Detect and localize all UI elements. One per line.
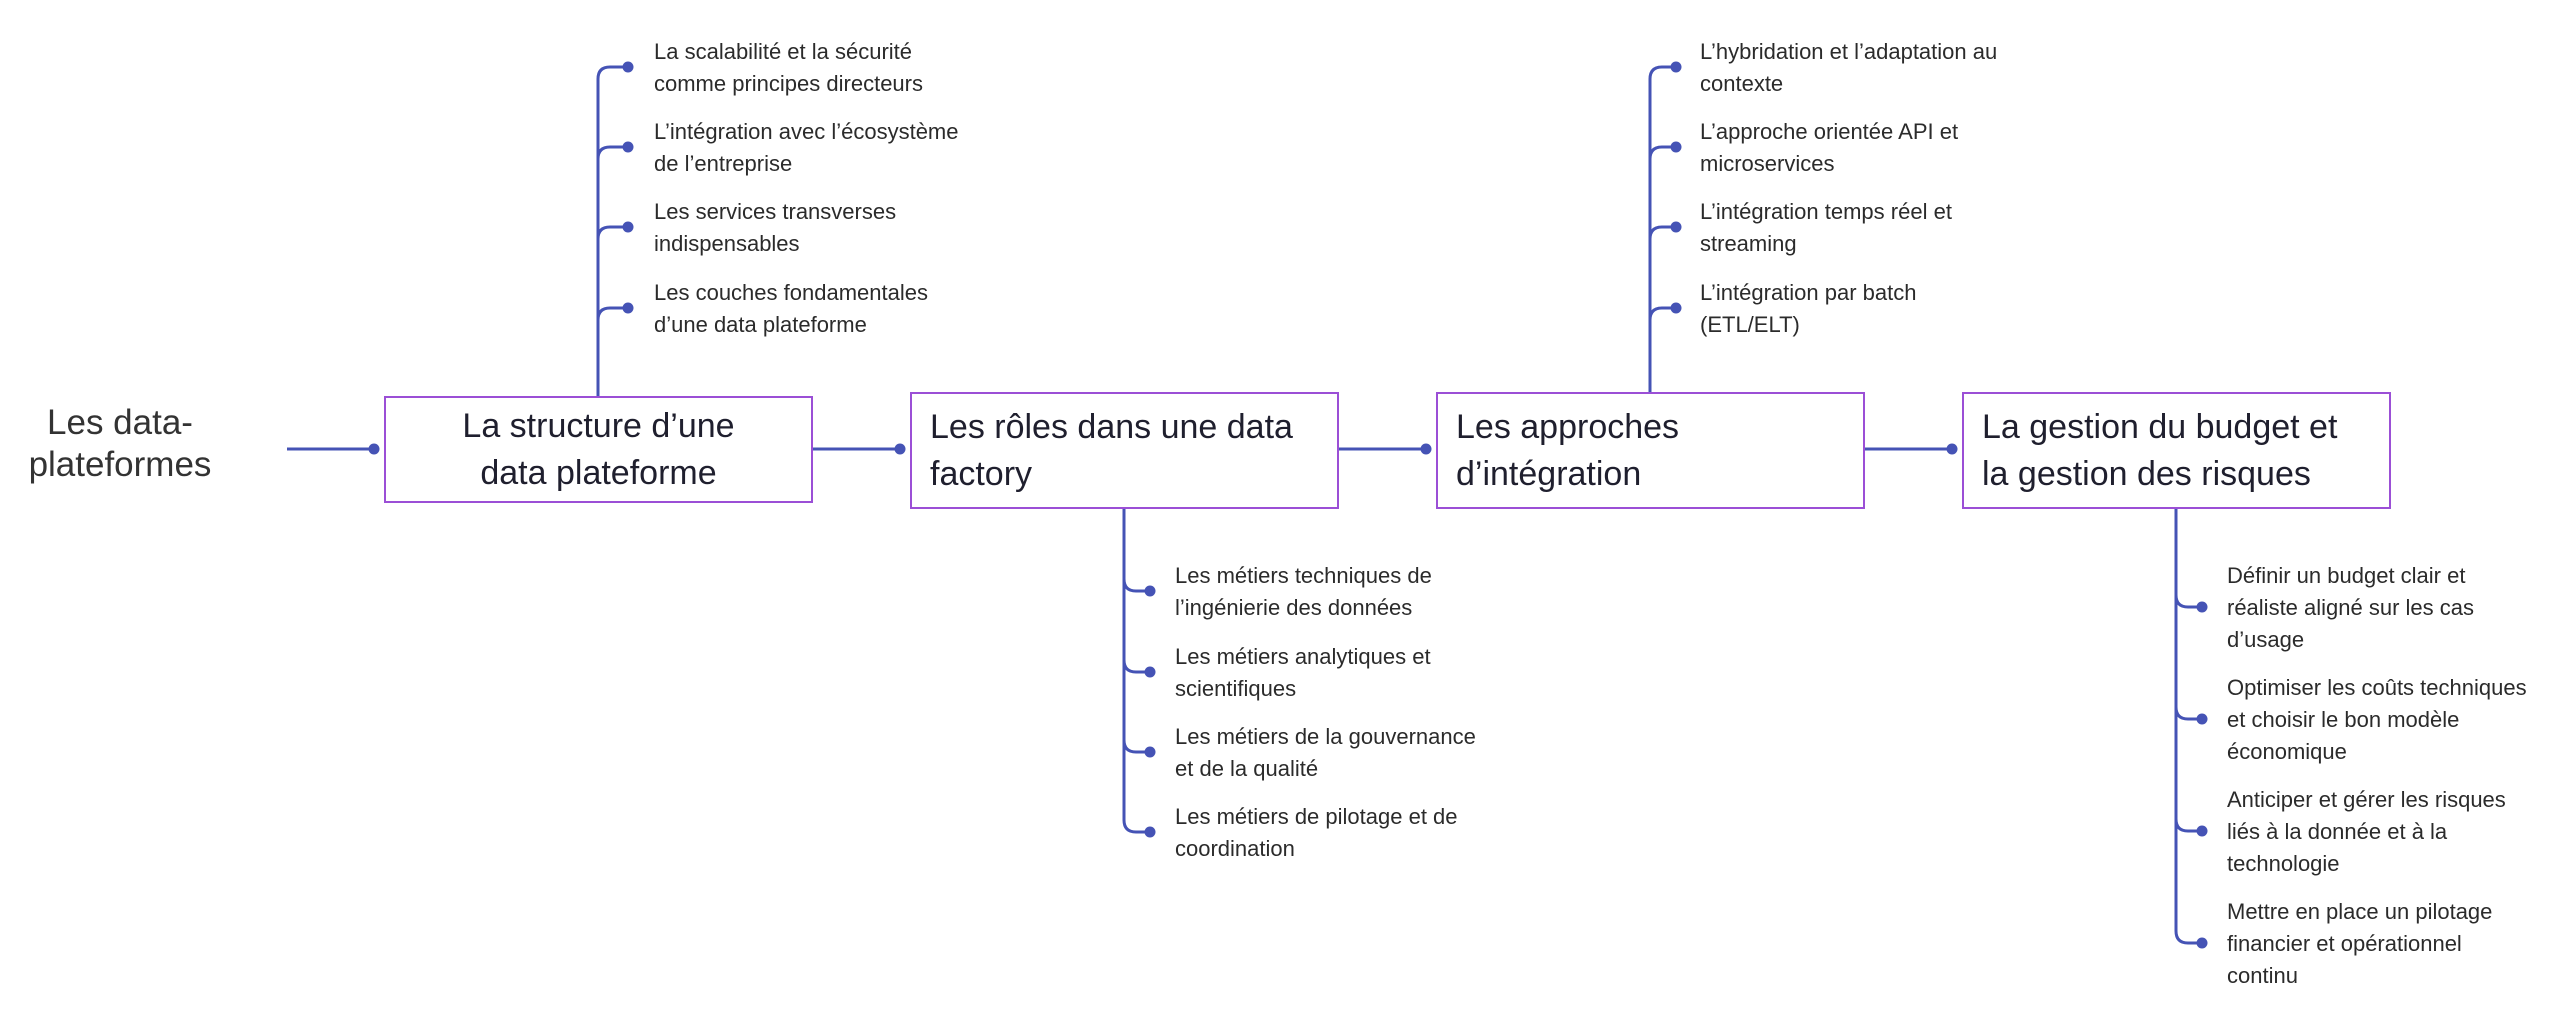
topic-integration[interactable]: Les approches d’intégration bbox=[1436, 392, 1865, 509]
leaf-hybridation: L’hybridation et l’adaptation au context… bbox=[1700, 39, 1998, 96]
topic-label: Les rôles dans une data factory bbox=[930, 407, 1293, 493]
leaf-metiers-gouvernance: Les métiers de la gouvernance et de la q… bbox=[1175, 724, 1476, 781]
leaf-metiers-techniques: Les métiers techniques de l’ingénierie d… bbox=[1175, 563, 1432, 620]
branch-connector bbox=[1648, 225, 1676, 240]
connector-dot bbox=[1420, 443, 1432, 455]
topic-structure[interactable]: La structure d’une data plateforme bbox=[384, 396, 813, 503]
branch-connector bbox=[1648, 65, 1676, 80]
leaf-services-transverses: Les services transverses indispensables bbox=[654, 199, 897, 256]
branch-dot bbox=[1144, 666, 1156, 678]
leaf-scalabilite-securite: La scalabilité et la sécurité comme prin… bbox=[654, 39, 923, 96]
branch-dot bbox=[622, 221, 634, 233]
branch-dot bbox=[622, 141, 634, 153]
root-node: Les data- plateformes bbox=[28, 403, 212, 484]
branch-dot bbox=[622, 302, 634, 314]
leaf-optimiser-couts: Optimiser les coûts techniques et choisi… bbox=[2227, 675, 2527, 764]
branch-dot bbox=[1670, 221, 1682, 233]
branch-dot bbox=[2196, 601, 2208, 613]
branch-connector bbox=[1648, 306, 1676, 321]
branch-dot bbox=[1670, 141, 1682, 153]
branch-connector bbox=[596, 306, 628, 321]
leaf-batch: L’intégration par batch (ETL/ELT) bbox=[1700, 280, 1917, 337]
leaf-integration-ecosysteme: L’intégration avec l’écosystème de l’ent… bbox=[654, 119, 959, 176]
branch-connector bbox=[596, 225, 628, 240]
branch-connector bbox=[1122, 659, 1150, 674]
leaf-metiers-pilotage: Les métiers de pilotage et de coordinati… bbox=[1175, 804, 1458, 861]
branch-dot bbox=[622, 61, 634, 73]
leaf-api-microservices: L’approche orientée API et microservices bbox=[1700, 119, 1959, 176]
branch-connector bbox=[2174, 818, 2202, 833]
connector-dot bbox=[894, 443, 906, 455]
branch-connector bbox=[2174, 930, 2202, 945]
branch-connector bbox=[596, 145, 628, 160]
leaf-temps-reel: L’intégration temps réel et streaming bbox=[1700, 199, 1952, 256]
branch-connector bbox=[1122, 578, 1150, 593]
leaf-metiers-analytiques: Les métiers analytiques et scientifiques bbox=[1175, 644, 1431, 701]
leaf-anticiper-risques: Anticiper et gérer les risques liés à la… bbox=[2227, 787, 2506, 876]
branch-dot bbox=[1670, 61, 1682, 73]
topic-label: La gestion du budget et la gestion des r… bbox=[1982, 407, 2338, 493]
connector-dot bbox=[368, 443, 380, 455]
branch-dot bbox=[1144, 746, 1156, 758]
branch-dot bbox=[2196, 713, 2208, 725]
branch-dot bbox=[1144, 585, 1156, 597]
branch-connector bbox=[2174, 706, 2202, 721]
branch-dot bbox=[1144, 826, 1156, 838]
leaf-couches-fondamentales: Les couches fondamentales d’une data pla… bbox=[654, 280, 928, 337]
branch-connector bbox=[1122, 739, 1150, 754]
topic-roles[interactable]: Les rôles dans une data factory bbox=[910, 392, 1339, 509]
branch-dot bbox=[1670, 302, 1682, 314]
leaf-pilotage-continu: Mettre en place un pilotage financier et… bbox=[2227, 899, 2493, 988]
topic-label: Les approches d’intégration bbox=[1456, 407, 1680, 493]
branch-connector bbox=[596, 65, 628, 80]
leaf-budget-clair: Définir un budget clair et réaliste alig… bbox=[2227, 563, 2475, 652]
branch-connector bbox=[2174, 594, 2202, 609]
branch-dot bbox=[2196, 937, 2208, 949]
topic-budget-risks[interactable]: La gestion du budget et la gestion des r… bbox=[1962, 392, 2391, 509]
branch-dot bbox=[2196, 825, 2208, 837]
branch-connector bbox=[1122, 819, 1150, 834]
topic-label: La structure d’une data plateforme bbox=[462, 406, 735, 492]
connector-dot bbox=[1946, 443, 1958, 455]
branch-connector bbox=[1648, 145, 1676, 160]
